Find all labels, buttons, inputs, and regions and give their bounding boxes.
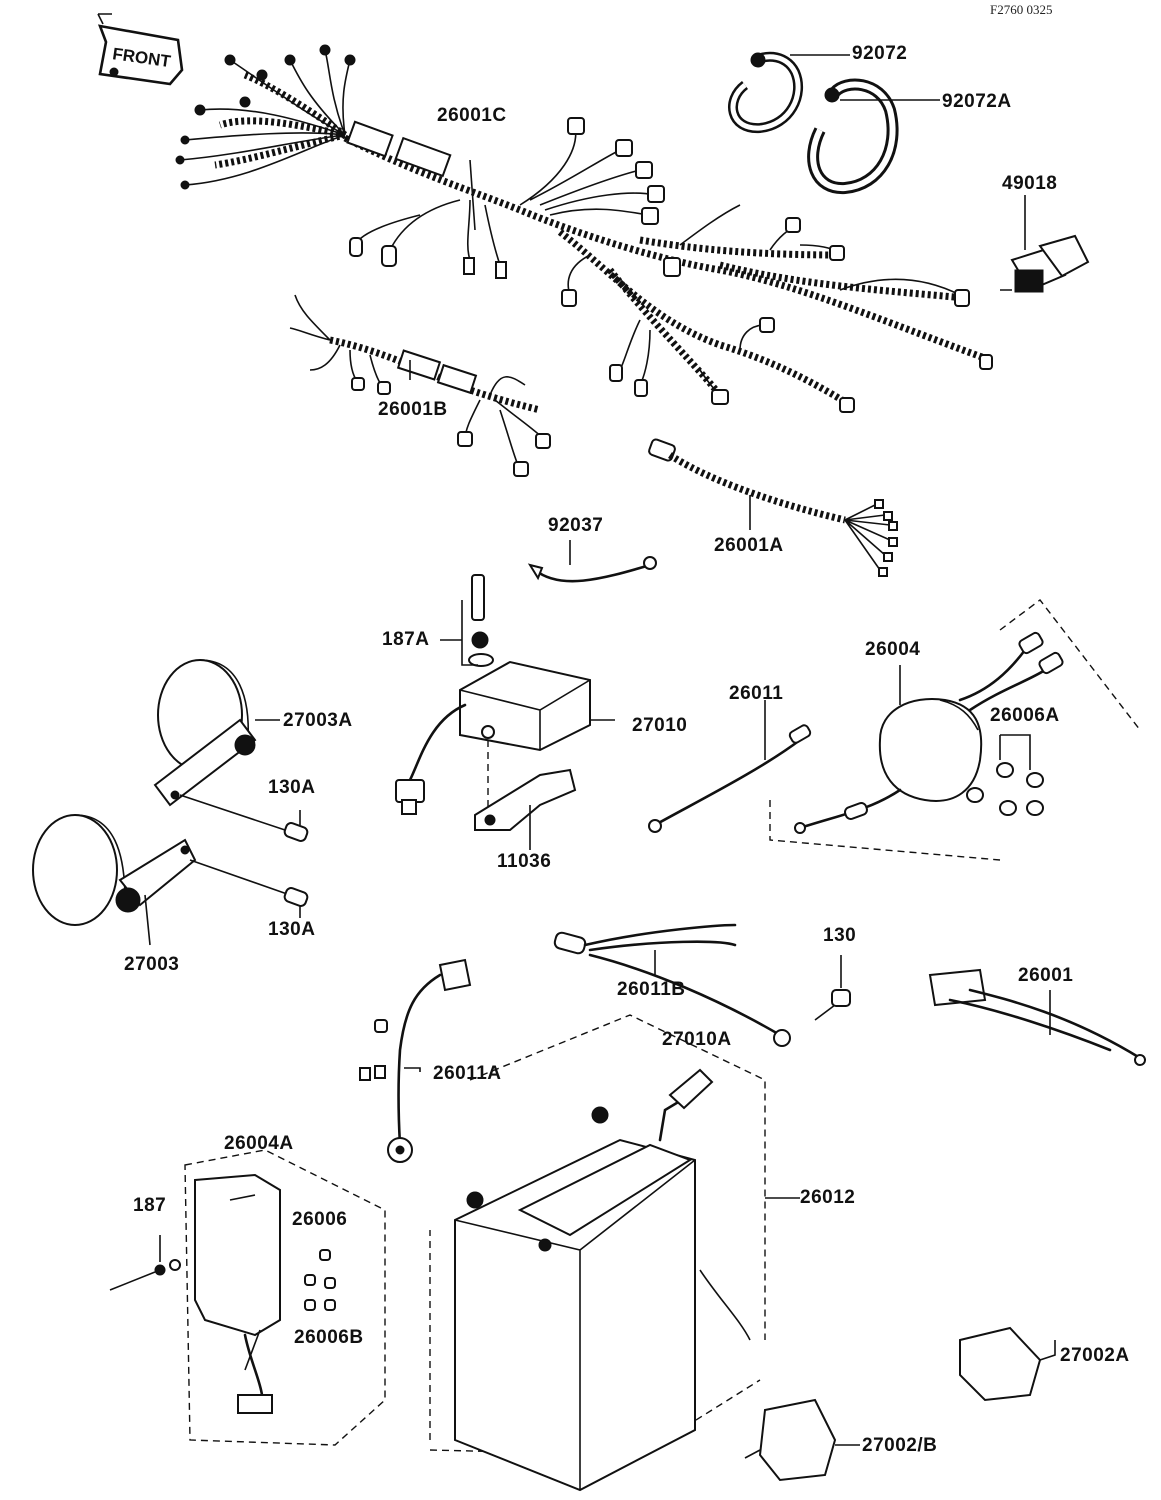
relay-27002B xyxy=(744,1398,860,1482)
label-130: 130 xyxy=(823,925,857,946)
relay-27002A xyxy=(959,1326,1056,1402)
ground-lead-92037 xyxy=(527,540,657,583)
lead-26011B xyxy=(553,923,791,1047)
front-marker-text: FRONT xyxy=(111,44,172,71)
label-92037: 92037 xyxy=(548,515,604,536)
label-27002A: 27002A xyxy=(1060,1345,1130,1366)
harness-26001A xyxy=(648,438,898,577)
label-92072: 92072 xyxy=(852,43,908,64)
bolt-130A-2 xyxy=(283,887,309,918)
lead-26011 xyxy=(648,700,812,833)
label-26012: 26012 xyxy=(800,1187,856,1208)
bolt-130 xyxy=(814,955,851,1021)
battery-26012 xyxy=(429,1014,800,1492)
label-27003: 27003 xyxy=(124,954,180,975)
label-92072A: 92072A xyxy=(942,91,1012,112)
label-26001C: 26001C xyxy=(437,105,507,126)
document-id: F2760 0325 xyxy=(990,2,1053,17)
horn-27003A xyxy=(153,659,286,831)
label-27010: 27010 xyxy=(632,715,688,736)
label-26001A: 26001A xyxy=(714,535,784,556)
label-27010A: 27010A xyxy=(662,1029,732,1050)
front-direction-marker: FRONT xyxy=(97,13,184,86)
label-130A-2: 130A xyxy=(268,919,316,940)
horn-27003 xyxy=(32,814,291,946)
unit-26004A xyxy=(109,1149,386,1446)
label-26006B: 26006B xyxy=(294,1327,364,1348)
label-27002B: 27002/B xyxy=(862,1435,938,1456)
bolt-130A-1 xyxy=(283,810,309,842)
label-26001: 26001 xyxy=(1018,965,1074,986)
label-187A: 187A xyxy=(382,629,430,650)
label-49018: 49018 xyxy=(1002,173,1058,194)
sub-harness-26001B xyxy=(289,294,551,477)
label-26011B: 26011B xyxy=(617,979,686,1000)
clamp-band-pair xyxy=(728,51,940,195)
relay-49018 xyxy=(1000,195,1090,293)
label-11036: 11036 xyxy=(497,851,552,872)
main-wiring-harness xyxy=(175,44,993,413)
label-26006: 26006 xyxy=(292,1209,348,1230)
regulator-assembly xyxy=(395,574,615,850)
grommets-26006A xyxy=(966,734,1044,816)
label-26001B: 26001B xyxy=(378,399,448,420)
label-26004A: 26004A xyxy=(224,1133,294,1154)
label-187: 187 xyxy=(133,1195,167,1216)
label-26011: 26011 xyxy=(729,683,784,704)
lead-26011A xyxy=(359,958,472,1163)
harness-26001 xyxy=(928,968,1146,1066)
label-27003A: 27003A xyxy=(283,710,353,731)
unit-26004 xyxy=(769,599,1141,861)
label-26011A: 26011A xyxy=(433,1063,502,1084)
label-130A-1: 130A xyxy=(268,777,316,798)
label-26006A: 26006A xyxy=(990,705,1060,726)
label-26004: 26004 xyxy=(865,639,921,660)
